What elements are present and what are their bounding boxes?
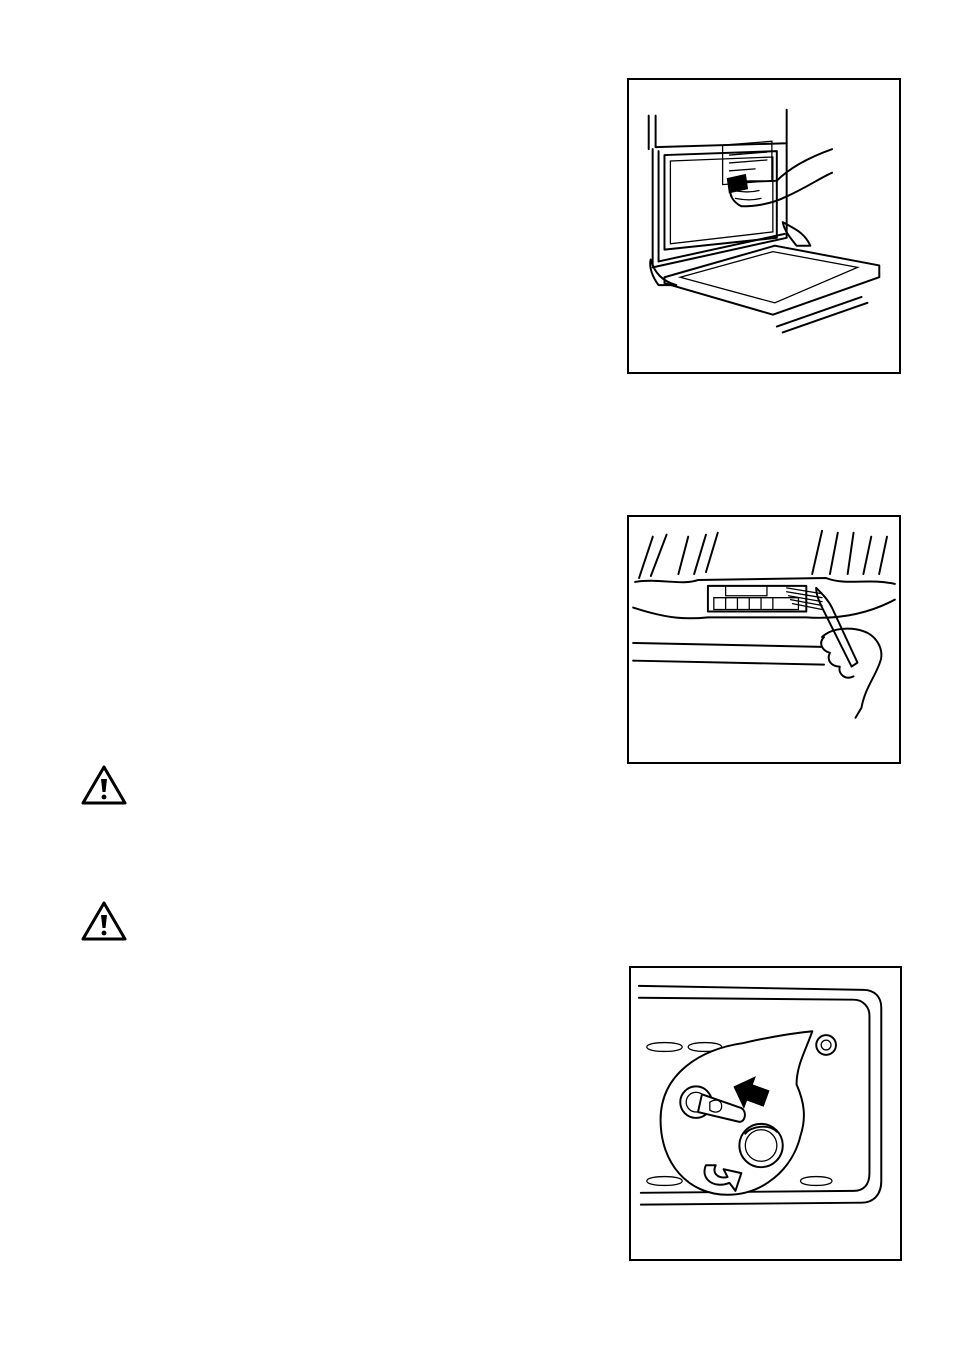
control-panel-cleaning-illustration (627, 515, 901, 764)
warning-triangle-icon (80, 764, 128, 806)
oven-lamp-replacement-illustration (629, 966, 902, 1261)
oven-interior-cleaning-illustration (627, 78, 901, 374)
warning-triangle-icon (80, 900, 128, 942)
